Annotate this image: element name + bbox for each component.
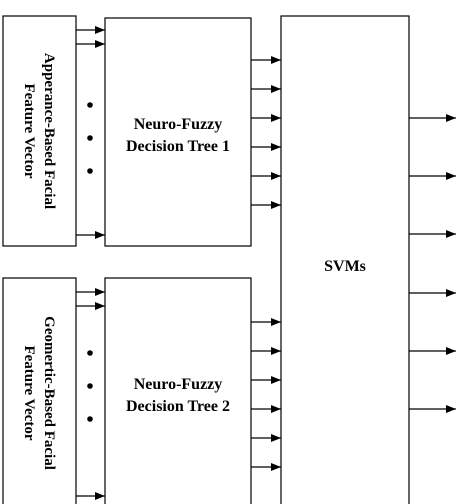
tree-2-to-svm-arrows [251,318,281,471]
svg-text:Feature Vector: Feature Vector [21,83,37,178]
dot [87,383,93,389]
svg-text:Neuro-Fuzzy: Neuro-Fuzzy [134,116,223,133]
svm-box [280,15,410,504]
feature-2-to-tree-2-arrows [76,288,105,500]
svg-text:Geomertic-Based Facial: Geomertic-Based Facial [41,316,57,470]
decision-tree-1-box [104,17,252,247]
svg-text:Apperance-Based Facial: Apperance-Based Facial [41,53,57,209]
dot [87,416,93,422]
tree-1-to-svm-arrows [251,56,281,209]
decision-tree-2-box [104,277,252,504]
svg-text:Decision Tree 1: Decision Tree 1 [126,138,230,155]
geometric-feature-box [2,277,77,504]
dot [87,102,93,108]
dot [87,168,93,174]
decision-tree-2-label: Neuro-Fuzzy Decision Tree 2 [126,376,230,415]
svg-text:Feature Vector: Feature Vector [21,345,37,440]
ellipsis-dots-1 [87,102,93,174]
svg-text:Neuro-Fuzzy: Neuro-Fuzzy [134,376,223,393]
appearance-feature-box [2,15,77,247]
dot [87,350,93,356]
ellipsis-dots-2 [87,350,93,422]
feature-1-to-tree-1-arrows [76,26,105,239]
svm-label: SVMs [324,258,366,275]
appearance-feature-label: Apperance-Based Facial Feature Vector [21,53,57,209]
svm-output-arrows [409,114,456,413]
geometric-feature-label: Geomertic-Based Facial Feature Vector [21,316,57,470]
decision-tree-1-label: Neuro-Fuzzy Decision Tree 1 [126,116,230,155]
svg-text:Decision Tree 2: Decision Tree 2 [126,398,230,415]
dot [87,135,93,141]
